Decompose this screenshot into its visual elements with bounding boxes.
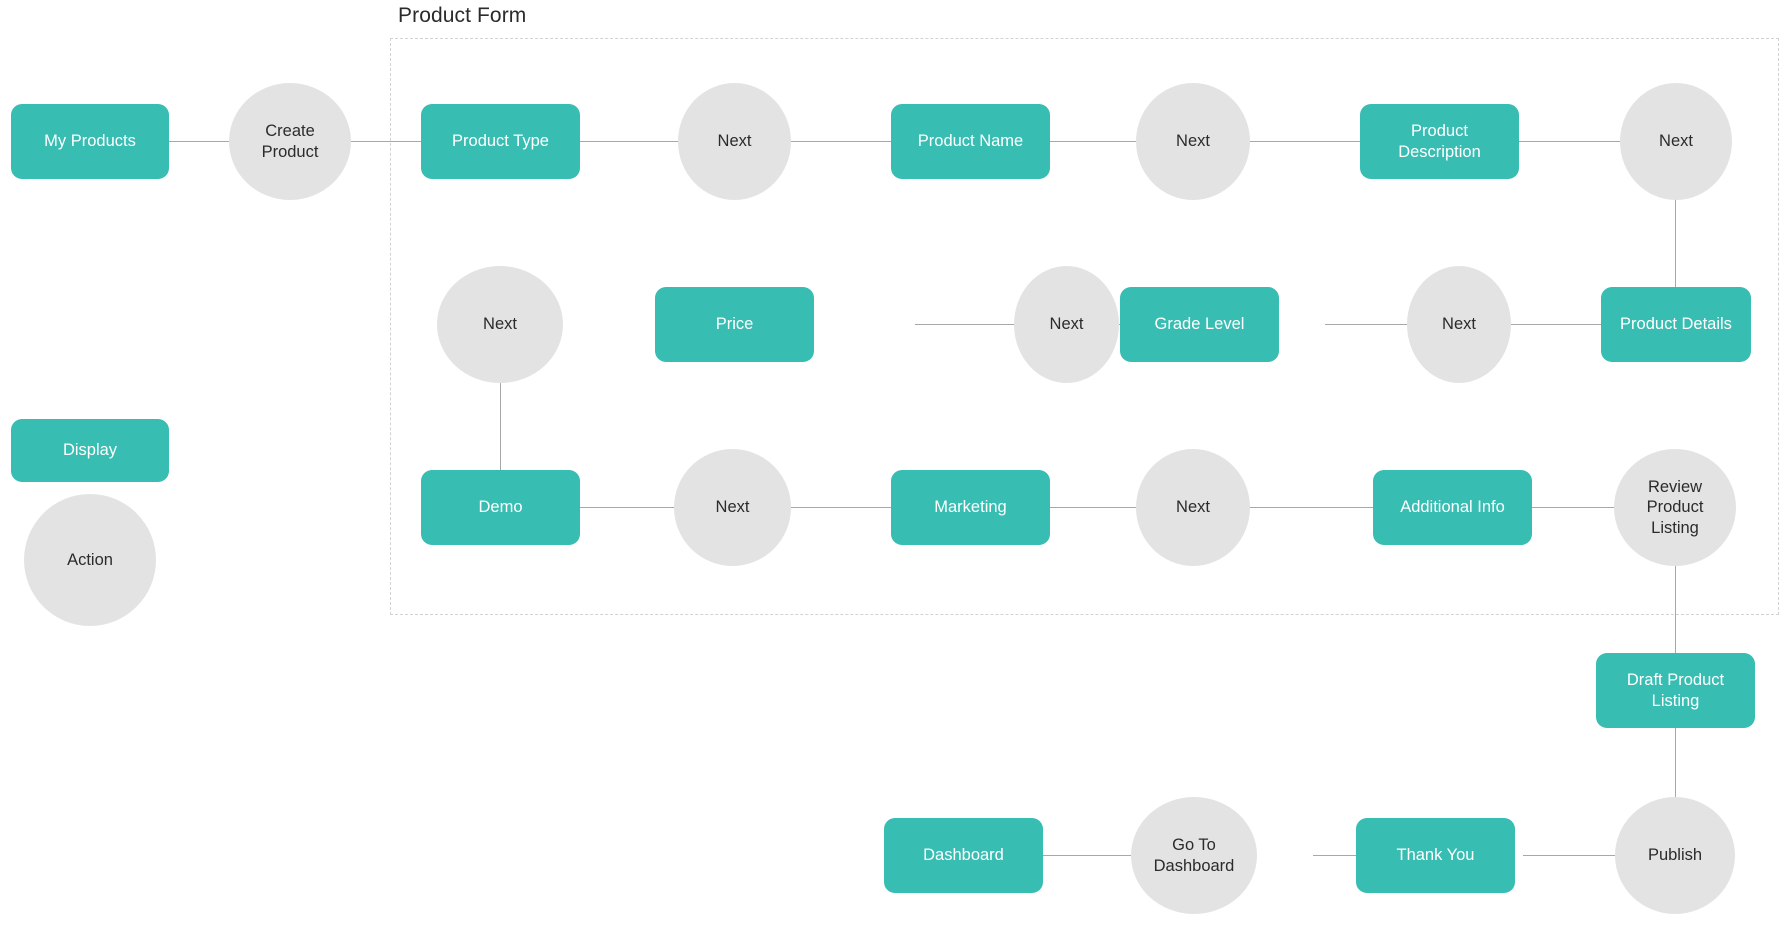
node-product-type[interactable]: Product Type [421,104,580,179]
node-label: My Products [44,132,136,151]
edge-product-description-next-3 [1519,141,1620,142]
node-label: Product Details [1620,315,1732,334]
node-label: Next [715,498,750,517]
node-label: Thank You [1396,846,1475,865]
node-label: Demo [478,498,523,517]
edge-go-to-dashboard-dashboard [1043,855,1131,856]
node-product-name[interactable]: Product Name [891,104,1050,179]
node-dashboard[interactable]: Dashboard [884,818,1043,893]
node-product-details[interactable]: Product Details [1601,287,1751,362]
edge-next-2-product-description [1250,141,1360,142]
edge-marketing-next-8 [1050,507,1136,508]
edge-publish-thank-you [1523,855,1615,856]
edge-my-products-create-product [169,141,230,142]
node-label: Review Product Listing [1646,478,1704,537]
node-label: Draft Product Listing [1626,671,1725,710]
node-label: Dashboard [923,846,1004,865]
edge-next-7-marketing [791,507,891,508]
node-publish[interactable]: Publish [1615,797,1735,914]
node-next-7[interactable]: Next [674,449,791,566]
node-thank-you[interactable]: Thank You [1356,818,1515,893]
edge-next-3-product-details [1675,199,1676,288]
node-label: Create Product [261,122,319,161]
edge-demo-next-7 [580,507,674,508]
node-label: Next [717,132,752,151]
node-label: Next [1442,315,1476,334]
product-form-group [390,38,1779,615]
edge-product-details-next-4 [1511,324,1601,325]
node-marketing[interactable]: Marketing [891,470,1050,545]
node-next-6[interactable]: Next [437,266,563,383]
node-demo[interactable]: Demo [421,470,580,545]
node-grade-level[interactable]: Grade Level [1120,287,1279,362]
node-label: Go To Dashboard [1153,836,1235,875]
node-draft-product-listing[interactable]: Draft Product Listing [1596,653,1755,728]
edge-next-5-price [915,324,1014,325]
legend-display-label: Display [62,441,118,460]
node-next-4[interactable]: Next [1407,266,1511,383]
node-label: Grade Level [1154,315,1245,334]
edge-next-1-product-name [791,141,891,142]
legend-action-label: Action [67,550,113,569]
node-product-description[interactable]: Product Description [1360,104,1519,179]
legend-display-swatch: Display [11,419,169,482]
node-review-product-listing[interactable]: Review Product Listing [1614,449,1736,566]
node-label: Publish [1647,846,1703,865]
edge-next-8-additional-info [1250,507,1373,508]
edge-additional-info-review [1532,507,1614,508]
node-next-3[interactable]: Next [1620,83,1732,200]
node-label: Next [483,315,517,334]
node-go-to-dashboard[interactable]: Go To Dashboard [1131,797,1257,914]
edge-review-draft [1675,565,1676,653]
edge-create-product-product-type [351,141,421,142]
node-label: Product Type [452,132,549,151]
node-additional-info[interactable]: Additional Info [1373,470,1532,545]
node-next-1[interactable]: Next [678,83,791,200]
edge-next-4-grade-level [1325,324,1407,325]
node-label: Next [1176,132,1210,151]
node-label: Next [1049,315,1084,334]
edge-draft-publish [1675,728,1676,816]
node-label: Marketing [934,498,1007,517]
node-label: Next [1176,498,1210,517]
node-price[interactable]: Price [655,287,814,362]
legend-action-swatch: Action [24,494,156,626]
node-next-2[interactable]: Next [1136,83,1250,200]
edge-product-type-next-1 [580,141,678,142]
edge-next-6-demo [500,382,501,470]
node-label: Product Name [917,132,1024,151]
node-label: Additional Info [1400,498,1505,517]
node-my-products[interactable]: My Products [11,104,169,179]
node-label: Price [715,315,754,334]
node-label: Product Description [1398,122,1481,161]
node-label: Next [1659,132,1693,151]
node-next-5[interactable]: Next [1014,266,1119,383]
edge-product-name-next-2 [1050,141,1136,142]
product-form-group-title: Product Form [398,4,527,27]
node-create-product[interactable]: Create Product [229,83,351,200]
node-next-8[interactable]: Next [1136,449,1250,566]
